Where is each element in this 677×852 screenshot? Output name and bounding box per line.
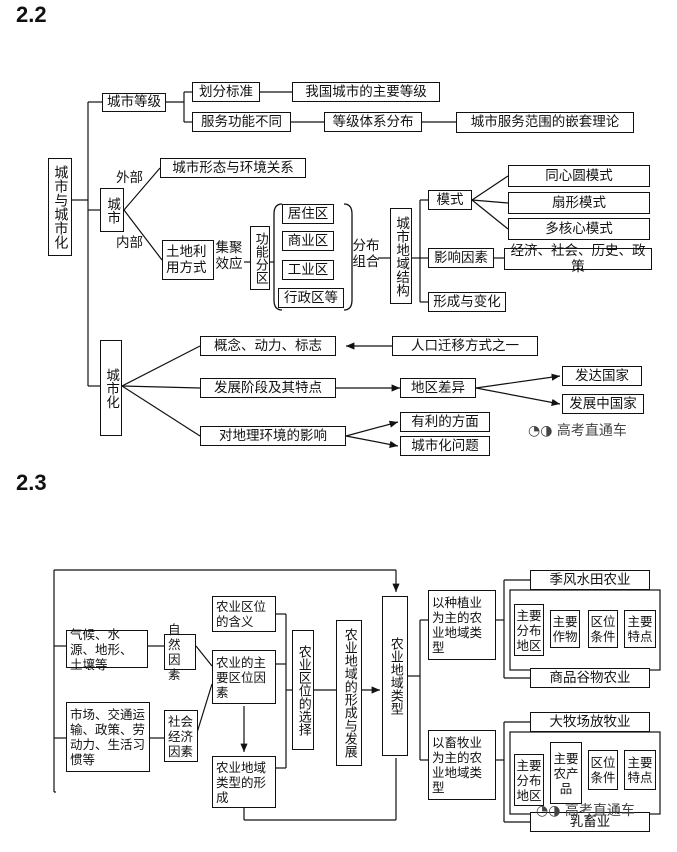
formation-change-node: 形成与变化 (428, 292, 506, 312)
attr-plant-features: 主要特点 (624, 610, 656, 648)
zone-commercial: 商业区 (282, 231, 334, 251)
factors-node: 影响因素 (428, 248, 494, 268)
zone-industrial: 工业区 (282, 260, 334, 280)
root-node: 城市与城市化 (48, 158, 72, 256)
service-function-node: 服务功能不同 (192, 112, 291, 132)
watermark-2-2: ◔◑ 高考直通车 (528, 423, 627, 439)
zone-residential: 居住区 (282, 204, 334, 224)
impact-node: 对地理环境的影响 (200, 426, 346, 446)
urbanization-node: 城市化 (100, 340, 122, 436)
attr-live-distribution: 主要分布地区 (514, 754, 544, 806)
ranching-node: 大牧场放牧业 (530, 712, 650, 732)
main-grades-node: 我国城市的主要等级 (292, 82, 440, 102)
developed-countries-node: 发达国家 (562, 366, 642, 386)
stages-node: 发展阶段及其特点 (200, 378, 336, 398)
watermark-logo-icon: ◔◑ (536, 803, 561, 819)
attr-plant-crops: 主要作物 (550, 610, 580, 648)
natural-factor-node: 自然因素 (164, 622, 196, 682)
city-grade-node: 城市等级 (102, 93, 166, 112)
climate-node: 气候、水源、地形、土壤等 (66, 627, 148, 672)
rice-farming-node: 季风水田农业 (530, 570, 650, 590)
attr-live-products: 主要农产品 (550, 742, 582, 804)
urban-structure-node: 城市地域结构 (390, 208, 412, 304)
grain-farming-node: 商品谷物农业 (530, 668, 650, 688)
section-title-2-2: 2.2 (16, 2, 47, 27)
regional-difference-node: 地区差异 (400, 378, 476, 398)
social-list-node: 市场、交通运输、政策、劳动力、生活习惯等 (66, 702, 150, 772)
social-factor-node: 社会经济因素 (164, 710, 198, 762)
concept-node: 概念、动力、标志 (200, 336, 336, 356)
inside-label: 内部 (116, 235, 143, 251)
watermark-2-3: ◔◑ 高考直通车 (536, 803, 635, 819)
attr-live-conditions: 区位条件 (588, 750, 618, 790)
model-sector: 扇形模式 (508, 192, 650, 214)
meaning-node: 农业区位的含义 (212, 596, 276, 632)
land-use-node: 土地利用方式 (162, 240, 214, 280)
main-factors-node: 农业的主要区位因素 (212, 650, 276, 704)
model-multiple-nuclei: 多核心模式 (508, 218, 650, 240)
outside-label: 外部 (116, 170, 143, 186)
zone-administrative: 行政区等 (278, 288, 344, 308)
livestock-type-node: 以畜牧业为主的农业地域类型 (428, 730, 496, 800)
types-node: 农业地域类型 (382, 596, 408, 756)
planting-type-node: 以种植业为主的农业地域类型 (428, 590, 496, 660)
criteria-node: 划分标准 (192, 82, 260, 102)
function-zone-node: 功能分区 (250, 226, 270, 290)
choice-node: 农业区位的选择 (292, 630, 314, 750)
developing-countries-node: 发展中国家 (562, 394, 644, 414)
problems-node: 城市化问题 (400, 436, 490, 456)
form-environment-node: 城市形态与环境关系 (160, 158, 306, 178)
type-formation-node: 农业地域类型的形成 (212, 756, 276, 808)
favorable-node: 有利的方面 (400, 412, 490, 432)
migration-node: 人口迁移方式之一 (392, 336, 538, 356)
attr-plant-conditions: 区位条件 (588, 610, 618, 648)
distribution-label: 分布组合 (352, 238, 380, 271)
nested-theory-node: 城市服务范围的嵌套理论 (456, 112, 634, 133)
form-develop-node: 农业地域的形成与发展 (336, 620, 362, 766)
watermark-logo-icon: ◔◑ (528, 423, 553, 439)
attr-plant-distribution: 主要分布地区 (514, 604, 544, 656)
cluster-effect-label: 集聚效应 (215, 240, 243, 273)
dairy-farming-node: 乳畜业 (530, 812, 650, 832)
attr-live-features: 主要特点 (624, 750, 656, 790)
model-node: 模式 (428, 190, 472, 210)
city-node: 城市 (100, 188, 124, 232)
model-concentric: 同心圆模式 (508, 165, 650, 187)
hierarchy-node: 等级体系分布 (324, 112, 422, 132)
section-title-2-3: 2.3 (16, 470, 47, 495)
